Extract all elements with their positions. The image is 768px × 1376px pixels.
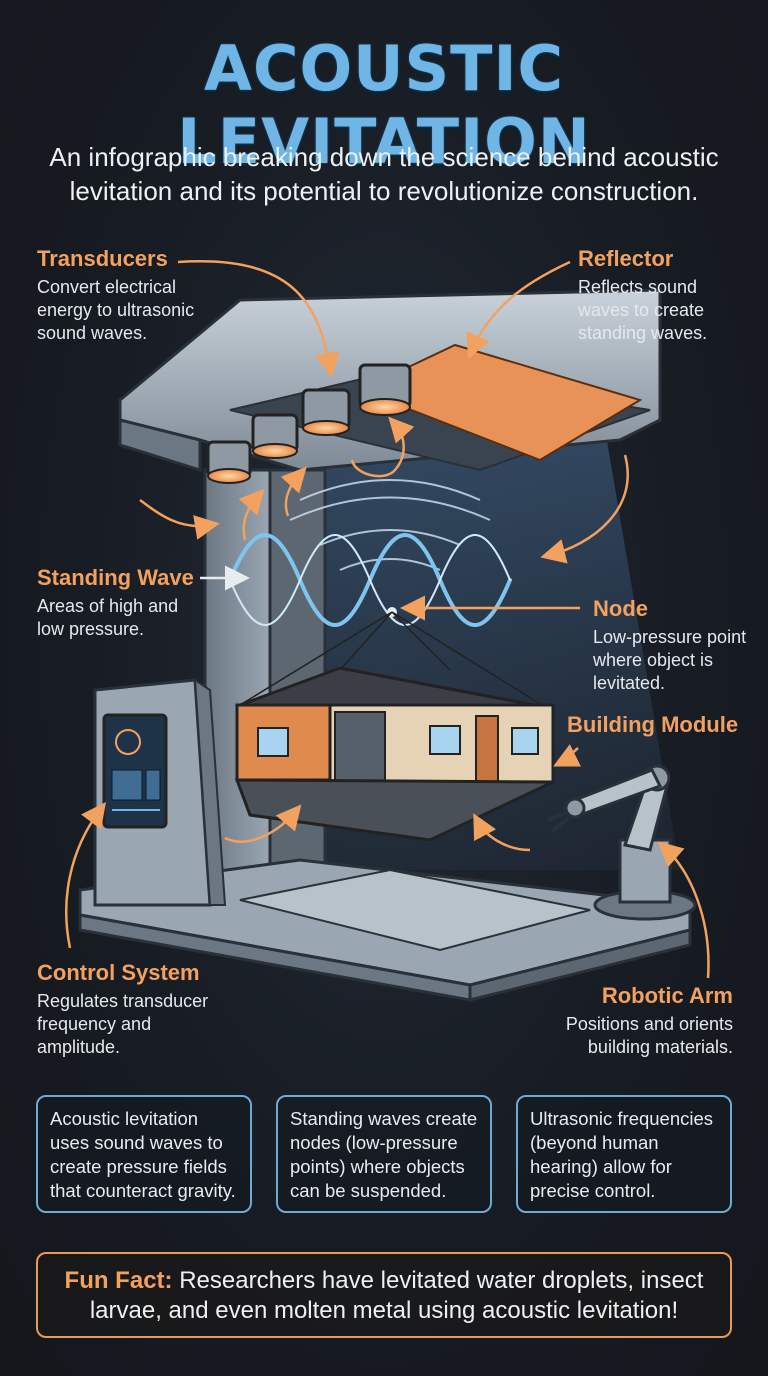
callout-building-module: Building Module (567, 712, 757, 742)
fun-fact-text: Researchers have levitated water droplet… (89, 1267, 704, 1324)
page-title: ACOUSTIC LEVITATION (177, 32, 591, 178)
callout-control-system: Control System Regulates transducer freq… (37, 960, 227, 1059)
callout-text: Convert electrical energy to ultrasonic … (37, 277, 195, 343)
page-subtitle: An infographic breaking down the science… (49, 142, 719, 206)
callout-heading: Standing Wave (37, 565, 194, 590)
callout-text: Regulates transducer frequency and ampli… (37, 991, 209, 1057)
callout-heading: Control System (37, 960, 200, 985)
fun-fact-label: Fun Fact: (64, 1267, 173, 1294)
robotic-arm (547, 764, 697, 921)
building-module (234, 666, 556, 842)
callout-node: Node Low-pressure point where object is … (593, 596, 753, 695)
callout-text: Positions and orients building materials… (565, 1014, 733, 1057)
callout-text: Reflects sound waves to create standing … (578, 277, 708, 343)
callout-text: Areas of high and low pressure. (37, 596, 179, 639)
fact-box-3: Ultrasonic frequencies (beyond human hea… (516, 1095, 732, 1213)
callout-arrows (65, 260, 710, 979)
fun-fact-box: Fun Fact: Researchers have levitated wat… (36, 1252, 732, 1338)
callout-heading: Building Module (567, 712, 739, 737)
transducer-array (206, 363, 412, 484)
fact-box-2: Standing waves create nodes (low-pressur… (276, 1095, 492, 1213)
callout-heading: Robotic Arm (601, 983, 733, 1008)
callout-reflector: Reflector Reflects sound waves to create… (578, 246, 748, 345)
node-point (239, 607, 551, 711)
callout-heading: Node (593, 596, 648, 621)
callout-heading: Transducers (37, 246, 168, 271)
callout-robotic-arm: Robotic Arm Positions and orients buildi… (540, 983, 733, 1059)
reflector-plate (357, 343, 643, 462)
base-platform (78, 858, 692, 1002)
fact-box-1: Acoustic levitation uses sound waves to … (36, 1095, 252, 1213)
callout-heading: Reflector (578, 246, 674, 271)
sound-wave-arcs (289, 479, 491, 571)
callout-standing-wave: Standing Wave Areas of high and low pres… (37, 565, 197, 641)
callout-text: Low-pressure point where object is levit… (593, 627, 747, 693)
control-cabinet (93, 678, 227, 907)
callout-transducers: Transducers Convert electrical energy to… (37, 246, 227, 345)
standing-wave (228, 533, 512, 627)
